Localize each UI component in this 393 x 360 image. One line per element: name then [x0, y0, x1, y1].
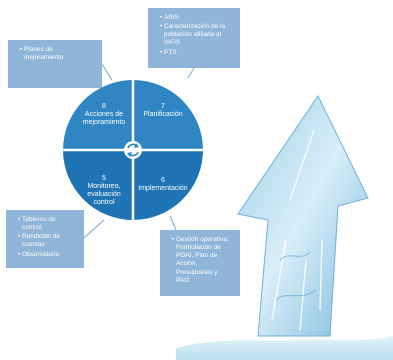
box-planning-inputs: ASIS Caracterización de la población afi…	[148, 8, 240, 68]
box-tl-item: Planes de mejoramiento	[24, 46, 94, 62]
quadrant-implementation	[133, 150, 203, 220]
quadrant-planning	[133, 80, 203, 150]
box-bl-item: Observatorio	[22, 251, 76, 259]
water-splash	[176, 336, 393, 360]
box-bl-item: Tableros de control	[22, 216, 76, 232]
quadrant-label: Implementación	[138, 185, 188, 192]
ice-arrow	[237, 95, 369, 337]
quadrant-number: 6	[161, 177, 165, 184]
quadrant-number: 7	[161, 103, 165, 110]
cycle-arrows-icon	[124, 141, 142, 159]
box-tr-item: ASIS	[164, 14, 232, 22]
box-tr-item: Caracterización de la población afiliada…	[164, 23, 232, 47]
quadrant-label: Monitoreo,	[87, 183, 120, 190]
connector-tr	[187, 67, 195, 79]
box-implementation-management: Gestión operativa: Formulación de POAI, …	[160, 230, 240, 296]
quadrant-number: 8	[102, 103, 106, 110]
ice-arrow-illustration	[176, 95, 393, 360]
box-monitoring-tools: Tableros de control Rendición de cuentas…	[6, 210, 84, 268]
connector-lines	[83, 63, 195, 239]
quadrant-monitoring	[63, 150, 133, 220]
box-tr-item: PTS	[164, 49, 232, 57]
box-br-item: Gestión operativa: Formulación de POAI, …	[176, 236, 232, 285]
quadrant-label: control	[93, 199, 114, 206]
connector-tl	[101, 63, 113, 81]
box-bl-item: Rendición de cuentas	[22, 233, 76, 249]
quadrant-number: 5	[102, 175, 106, 182]
box-improvement-plans: Planes de mejoramiento	[8, 40, 102, 88]
quadrant-improvement-actions	[63, 80, 133, 150]
connector-bl	[83, 219, 105, 239]
quadrant-label: Planificación	[143, 111, 182, 118]
quadrant-label: mejoramiento	[83, 119, 126, 126]
quadrant-label: evaluación	[87, 191, 121, 198]
connector-br	[169, 215, 177, 231]
quadrant-label: Acciones de	[85, 111, 123, 118]
